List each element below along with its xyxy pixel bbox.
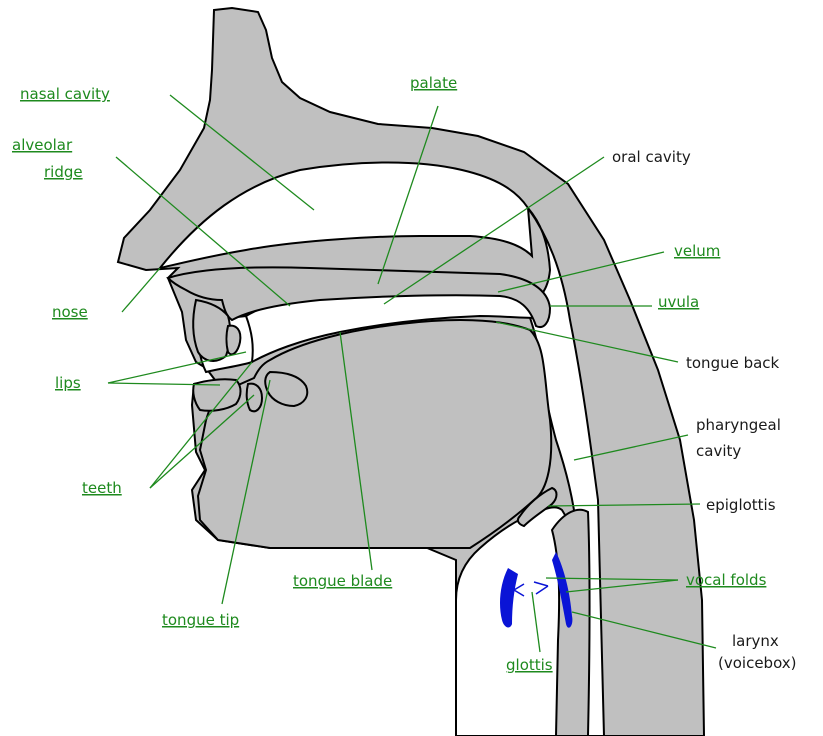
label-tongue-tip[interactable]: tongue tip (162, 611, 239, 629)
label-pharyngeal-cavity-line2: cavity (696, 442, 741, 460)
lower-teeth-shape (247, 384, 262, 412)
label-tongue-back: tongue back (686, 354, 780, 372)
label-teeth[interactable]: teeth (82, 479, 122, 497)
label-palate[interactable]: palate (410, 74, 457, 92)
label-glottis[interactable]: glottis (506, 656, 553, 674)
label-alveolar-ridge-line2[interactable]: ridge (44, 163, 83, 181)
label-oral-cavity: oral cavity (612, 148, 691, 166)
label-uvula[interactable]: uvula (658, 293, 699, 311)
label-velum[interactable]: velum (674, 242, 720, 260)
label-vocal-folds[interactable]: vocal folds (686, 571, 767, 589)
label-alveolar-ridge-line1[interactable]: alveolar (12, 136, 73, 154)
label-nose[interactable]: nose (52, 303, 88, 321)
label-lips[interactable]: lips (55, 374, 81, 392)
label-pharyngeal-cavity-line1: pharyngeal (696, 416, 781, 434)
label-larynx-line1: larynx (732, 632, 779, 650)
label-larynx-line2: (voicebox) (718, 654, 797, 672)
label-epiglottis: epiglottis (706, 496, 776, 514)
leader-nose (122, 268, 160, 312)
label-tongue-blade[interactable]: tongue blade (293, 572, 392, 590)
label-nasal-cavity[interactable]: nasal cavity (20, 85, 110, 103)
